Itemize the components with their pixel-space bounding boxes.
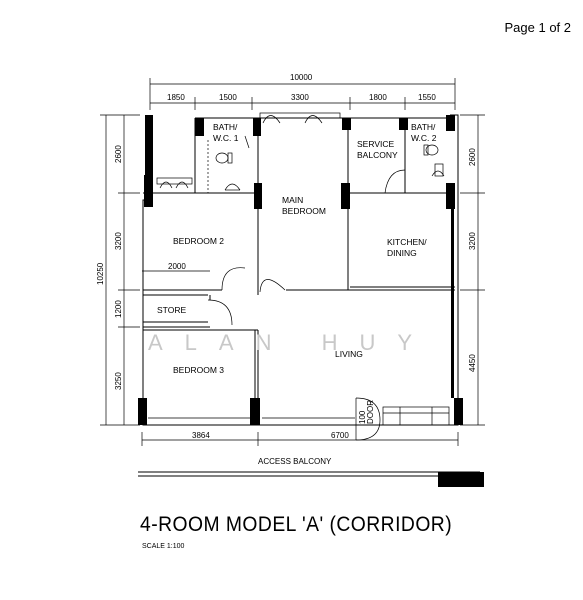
- room-bath2-line2: W.C. 2: [411, 133, 437, 143]
- dim-left-1: 2600: [114, 145, 123, 163]
- room-bath1-line1: BATH/: [213, 122, 238, 132]
- room-service-line2: BALCONY: [357, 150, 398, 160]
- dim-left-4: 3250: [114, 372, 123, 390]
- room-bedroom2: BEDROOM 2: [173, 236, 224, 246]
- dimension-lines: [100, 78, 485, 446]
- room-bath1-line2: W.C. 1: [213, 133, 239, 143]
- room-bath2-line1: BATH/: [411, 122, 436, 132]
- room-labels: BATH/ W.C. 1 BATH/ W.C. 2 SERVICE BALCON…: [157, 122, 437, 424]
- room-bedroom3: BEDROOM 3: [173, 365, 224, 375]
- dim-bottom-2: 6700: [331, 431, 349, 440]
- dim-top-5: 1550: [418, 93, 436, 102]
- room-living: LIVING: [335, 349, 363, 359]
- dim-bottom-1: 3864: [192, 431, 210, 440]
- room-service-line1: SERVICE: [357, 139, 394, 149]
- dim-top-total: 10000: [290, 73, 313, 82]
- door-label-2: DOOR: [366, 400, 375, 424]
- dim-top-3: 3300: [291, 93, 309, 102]
- walls: [138, 114, 480, 477]
- door-label-1: 100: [358, 410, 367, 424]
- access-balcony-label: ACCESS BALCONY: [258, 457, 332, 466]
- room-kitchen-line1: KITCHEN/: [387, 237, 427, 247]
- dim-top-1: 1850: [167, 93, 185, 102]
- room-kitchen-line2: DINING: [387, 248, 417, 258]
- plan-title: 4-ROOM MODEL 'A' (CORRIDOR): [140, 513, 453, 536]
- plan-scale: SCALE 1:100: [142, 543, 185, 550]
- watermark: ALAN HUY: [148, 330, 434, 355]
- dim-left-2: 3200: [114, 232, 123, 250]
- dim-left-3: 1200: [114, 300, 123, 318]
- room-main-line1: MAIN: [282, 195, 303, 205]
- structural-columns: [138, 115, 484, 487]
- dim-store-width: 2000: [168, 262, 186, 271]
- dim-right-3: 4450: [468, 354, 477, 372]
- dim-right-2: 3200: [468, 232, 477, 250]
- dim-left-total: 10250: [96, 262, 105, 285]
- fixtures: [148, 112, 450, 441]
- room-store: STORE: [157, 305, 186, 315]
- dim-top-2: 1500: [219, 93, 237, 102]
- dim-right-1: 2600: [468, 148, 477, 166]
- room-main-line2: BEDROOM: [282, 206, 326, 216]
- dimension-labels: 10000 1850 1500 3300 1800 1550 10250 260…: [96, 73, 477, 466]
- page-number: Page 1 of 2: [504, 20, 572, 35]
- dim-top-4: 1800: [369, 93, 387, 102]
